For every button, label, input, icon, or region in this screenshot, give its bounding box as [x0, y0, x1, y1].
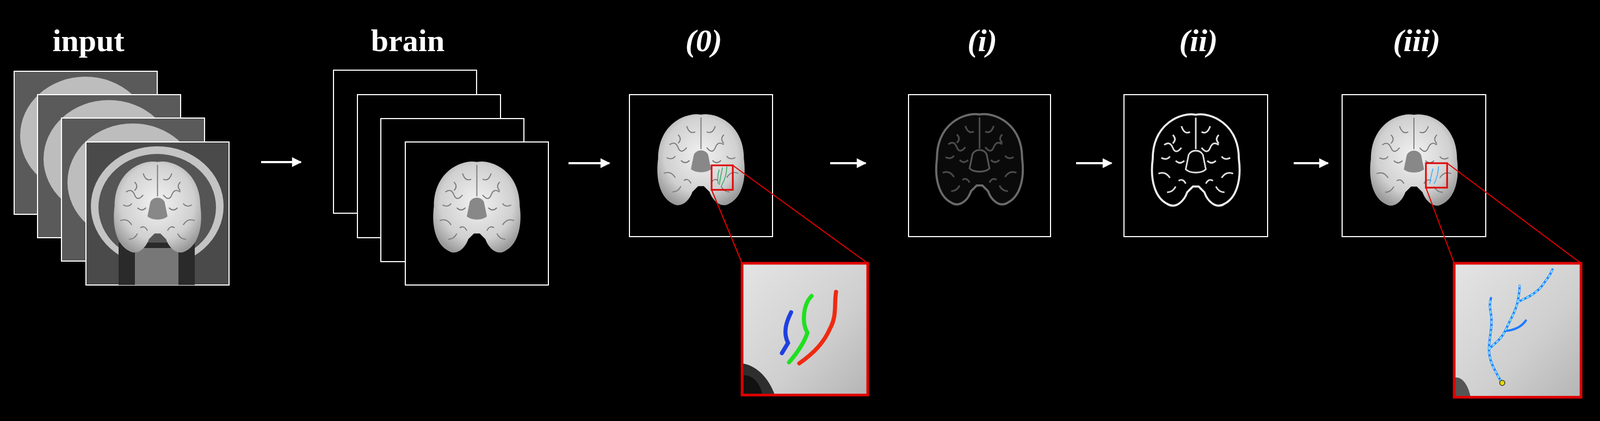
slice-frame	[380, 118, 524, 262]
blue-trace	[781, 312, 792, 354]
panel-iii	[1342, 94, 1581, 398]
stage-panel: (iii)	[1342, 21, 1492, 237]
mini-traces	[717, 166, 727, 187]
stage-panel: brain	[333, 21, 548, 285]
flow-arrow	[1293, 162, 1328, 165]
zoom-box	[1425, 163, 1448, 188]
zoom-inset	[1454, 263, 1581, 398]
stage-heading: (0)	[629, 21, 778, 60]
stage-panel: (0)	[629, 21, 778, 237]
stage-heading: brain	[333, 21, 483, 60]
brain	[1369, 114, 1458, 206]
panel-i	[908, 94, 1051, 237]
slice-frame	[405, 141, 549, 286]
dark-tissue	[742, 375, 763, 395]
mri-slice	[85, 141, 230, 286]
slice-frame	[908, 94, 1051, 237]
flow-arrow	[261, 161, 301, 164]
brain	[657, 114, 745, 206]
zoom-leader	[1447, 163, 1581, 264]
traced-sulci	[1489, 269, 1553, 382]
dark-tissue	[1454, 377, 1471, 398]
flow-arrow	[568, 162, 610, 165]
seed-point	[1499, 380, 1505, 386]
stage-panel: input	[14, 21, 229, 285]
stage-heading: input	[14, 21, 163, 60]
edge-map	[936, 114, 1023, 205]
brain	[433, 161, 521, 253]
stage-panel: (ii)	[1123, 21, 1274, 237]
panel-ii	[1123, 94, 1268, 237]
brain	[113, 161, 201, 253]
dark-tissue	[742, 363, 775, 395]
slice-frame	[85, 141, 230, 286]
input-stack	[14, 71, 230, 286]
zoom-leader	[1425, 187, 1455, 264]
zoom-leader	[732, 165, 868, 264]
edge-map	[1151, 114, 1240, 206]
mini-traces	[1429, 166, 1439, 184]
mri-slice	[61, 118, 205, 262]
zoom-inset	[742, 263, 868, 395]
stage-heading: (iii)	[1342, 21, 1492, 60]
zoom-leader	[711, 189, 743, 264]
panel-0	[629, 94, 868, 395]
slice-frame	[61, 118, 205, 262]
inset-frame	[742, 263, 868, 395]
brain-stack	[333, 70, 549, 286]
slice-frame	[629, 94, 773, 237]
inset-ground	[742, 263, 868, 395]
red-trace	[799, 292, 837, 364]
zoom-box	[711, 165, 733, 190]
stage-heading: (ii)	[1123, 21, 1274, 60]
flow-arrow	[1076, 162, 1112, 165]
stage-heading: (i)	[908, 21, 1056, 60]
neck	[134, 248, 179, 286]
flow-arrow	[830, 162, 866, 165]
inset-ground	[1454, 263, 1581, 398]
inset-frame	[1454, 263, 1581, 398]
slice-frame	[1123, 94, 1268, 237]
slice-frame	[1342, 94, 1486, 237]
stage-panel: (i)	[908, 21, 1056, 237]
green-trace	[788, 295, 812, 363]
